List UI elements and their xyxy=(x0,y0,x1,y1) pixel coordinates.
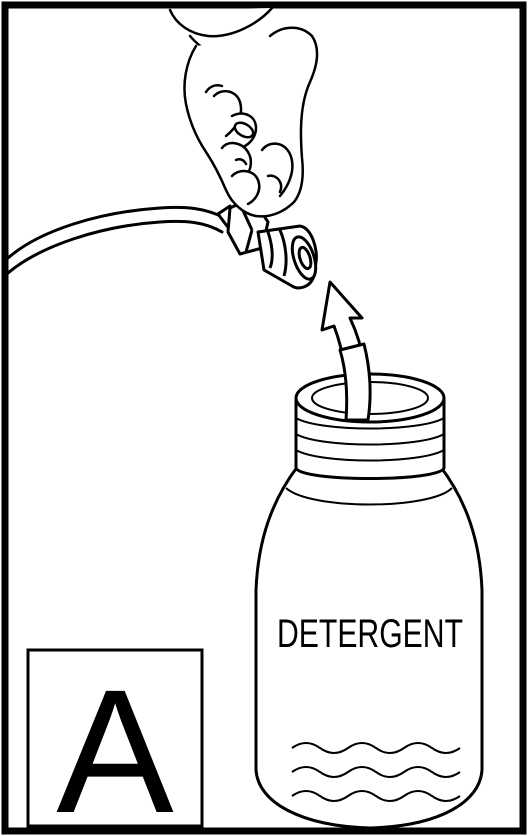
bottle-label: DETERGENT xyxy=(277,612,463,656)
panel-letter: A xyxy=(56,654,174,836)
